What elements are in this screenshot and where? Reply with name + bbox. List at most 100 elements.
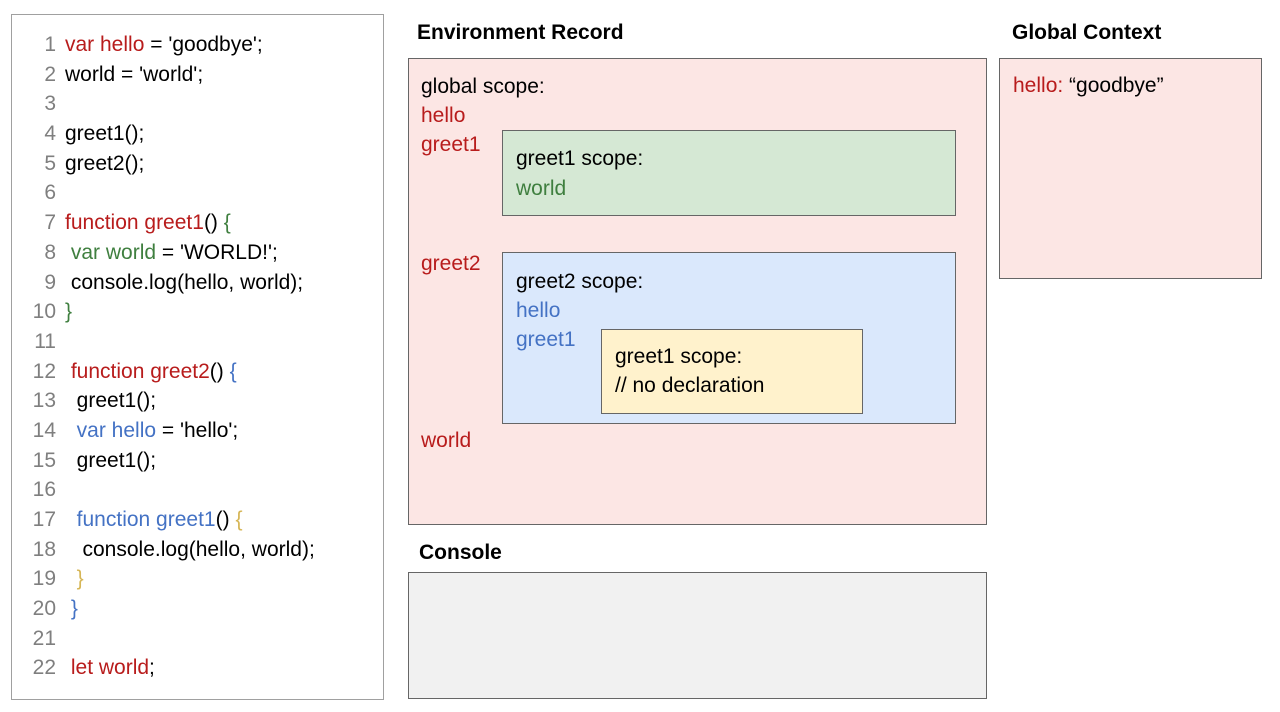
code-token xyxy=(65,567,77,590)
code-line: 6 xyxy=(12,178,383,208)
greet1-binding-world: world xyxy=(516,177,567,200)
line-number: 1 xyxy=(44,33,56,56)
line-number: 7 xyxy=(44,211,56,235)
code-token: () xyxy=(203,211,224,235)
code-line: 12 function greet2() { xyxy=(12,357,383,387)
line-number: 2 xyxy=(44,62,56,86)
code-token: () xyxy=(215,508,236,531)
line-number: 14 xyxy=(32,418,56,442)
greet2-binding-hello: hello xyxy=(516,299,561,322)
code-line-text: greet1(); xyxy=(56,446,156,476)
code-line-text: greet1(); xyxy=(56,119,144,149)
code-line: 14 var hello = 'hello'; xyxy=(12,416,383,446)
code-line: 10} xyxy=(12,297,383,327)
global-binding-greet1: greet1 xyxy=(421,133,481,156)
line-number: 13 xyxy=(32,389,56,413)
line-number: 3 xyxy=(44,92,56,116)
line-number: 5 xyxy=(44,151,56,175)
line-number: 9 xyxy=(44,270,56,294)
global-scope-label: global scope: xyxy=(421,75,545,98)
code-token: var world xyxy=(70,240,157,264)
code-line-text: } xyxy=(56,297,72,327)
code-token xyxy=(65,508,77,531)
code-token: console.log(hello, world); xyxy=(65,270,304,294)
code-token: world = 'world'; xyxy=(65,62,204,86)
code-line: 22 let world; xyxy=(12,653,383,683)
code-token: let world xyxy=(70,656,150,680)
code-token: greet1(); xyxy=(65,389,157,413)
global-context-entry: hello: “goodbye” xyxy=(1013,74,1164,98)
line-number: 11 xyxy=(34,329,56,353)
line-number: 4 xyxy=(44,122,56,146)
code-line: 18 console.log(hello, world); xyxy=(12,535,383,565)
greet1-scope-box xyxy=(502,130,956,216)
code-token: greet1(); xyxy=(65,122,145,146)
code-line-text: greet2(); xyxy=(56,149,144,179)
code-token: () xyxy=(209,359,230,383)
greet1-inner-scope-box xyxy=(601,329,863,414)
code-line-text: console.log(hello, world); xyxy=(56,535,315,565)
console-output-box[interactable] xyxy=(408,572,987,699)
greet1-inner-scope-title: greet1 scope: xyxy=(615,345,743,368)
greet1-inner-scope-note: // no declaration xyxy=(615,374,765,397)
line-number: 18 xyxy=(32,537,56,561)
line-number: 15 xyxy=(32,448,56,472)
line-number: 20 xyxy=(32,597,56,621)
environment-record-title: Environment Record xyxy=(417,21,624,44)
code-token: console.log(hello, world); xyxy=(65,537,315,561)
code-line-text: var hello = 'goodbye'; xyxy=(56,30,263,60)
code-line: 20 } xyxy=(12,594,383,624)
line-number: 19 xyxy=(32,567,56,591)
code-token: function greet1 xyxy=(76,508,216,531)
global-context-title: Global Context xyxy=(1012,21,1162,44)
code-line-text: function greet2() { xyxy=(56,357,237,387)
code-token: } xyxy=(70,597,78,621)
code-token: function greet1 xyxy=(65,211,204,235)
code-line: 16 xyxy=(12,475,383,505)
line-number: 17 xyxy=(32,508,56,531)
global-binding-hello: hello xyxy=(421,104,466,127)
code-line: 11 xyxy=(12,327,383,357)
code-token: { xyxy=(229,359,237,383)
greet2-binding-greet1: greet1 xyxy=(516,328,576,351)
greet1-scope-title: greet1 scope: xyxy=(516,147,644,170)
code-line-text: function greet1() { xyxy=(56,208,231,238)
code-line-text: } xyxy=(56,564,84,594)
code-line-text: console.log(hello, world); xyxy=(56,268,303,298)
line-number: 16 xyxy=(32,478,56,502)
global-binding-world: world xyxy=(421,429,472,452)
global-context-entry-value: “goodbye” xyxy=(1069,74,1164,97)
line-number: 10 xyxy=(32,300,56,324)
code-line-text: world = 'world'; xyxy=(56,60,203,90)
line-number: 22 xyxy=(32,656,56,680)
code-token: = 'hello'; xyxy=(156,418,239,442)
line-number: 8 xyxy=(44,240,56,264)
code-line: 13 greet1(); xyxy=(12,386,383,416)
code-line: 17 function greet1() { xyxy=(12,505,383,535)
code-token: greet2(); xyxy=(65,151,145,175)
code-token: var hello xyxy=(65,33,145,56)
code-line: 4 greet1(); xyxy=(12,119,383,149)
global-binding-greet2: greet2 xyxy=(421,252,481,275)
code-line: 15 greet1(); xyxy=(12,446,383,476)
code-token xyxy=(65,419,77,442)
global-context-entry-key: hello: xyxy=(1013,74,1064,97)
code-line-text: var hello = 'hello'; xyxy=(56,416,239,446)
console-title: Console xyxy=(419,541,502,564)
line-number: 21 xyxy=(32,626,56,650)
code-token: } xyxy=(76,567,84,591)
global-context-box xyxy=(999,58,1262,279)
code-line-text: let world; xyxy=(56,653,155,683)
greet2-scope-title: greet2 scope: xyxy=(516,270,644,293)
code-line: 21 xyxy=(12,624,383,654)
code-line-text: } xyxy=(56,594,78,624)
code-line: 8 var world = 'WORLD!'; xyxy=(12,238,383,268)
line-number: 6 xyxy=(44,181,56,205)
code-line-text: greet1(); xyxy=(56,386,156,416)
code-token: ; xyxy=(149,656,155,680)
code-line: 9 console.log(hello, world); xyxy=(12,268,383,298)
code-line: 3 xyxy=(12,89,383,119)
